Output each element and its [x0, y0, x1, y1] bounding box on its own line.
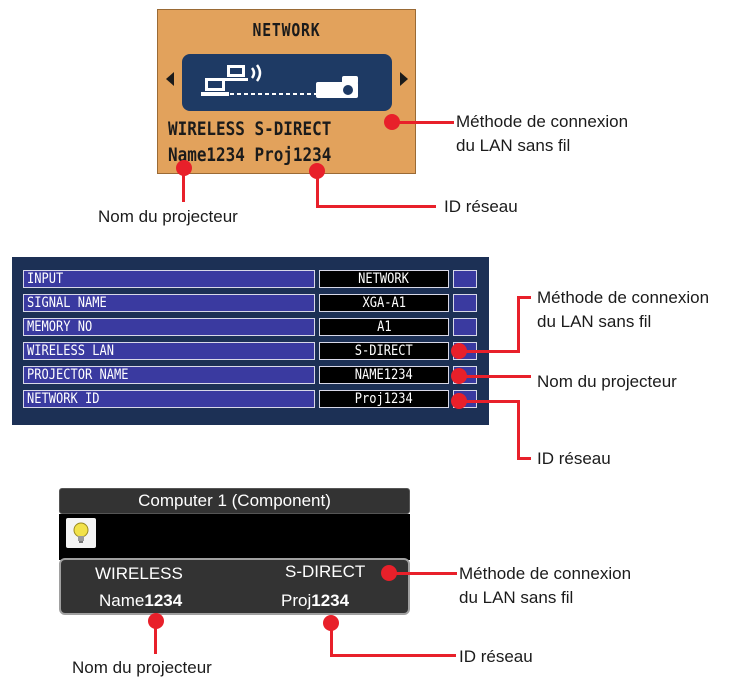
- projector-name-caption: Nom du projecteur: [98, 207, 238, 226]
- method-caption-line2: du LAN sans fil: [456, 136, 571, 155]
- network-id-value: Proj1234: [281, 591, 350, 610]
- network-id-caption: ID réseau: [444, 197, 518, 216]
- arrow-right-icon[interactable]: [400, 72, 408, 86]
- callout-line: [182, 168, 185, 202]
- row-label: NETWORK ID: [23, 390, 315, 408]
- info-table: INPUT NETWORK SIGNAL NAME XGA-A1 MEMORY …: [12, 257, 489, 425]
- osd-info-panel: [59, 558, 410, 615]
- row-marker-cell: [453, 318, 477, 336]
- network-title: NETWORK: [252, 20, 321, 41]
- method-caption-line1: Méthode de connexion: [459, 564, 632, 583]
- row-value: A1: [319, 318, 449, 336]
- method-caption-line2: du LAN sans fil: [459, 588, 574, 607]
- projector-name-caption: Nom du projecteur: [537, 372, 677, 391]
- osd-title: Computer 1 (Component): [138, 491, 331, 510]
- callout-line: [330, 654, 456, 657]
- name-id-line: Name1234 Proj1234: [168, 144, 332, 166]
- callout-line: [316, 171, 319, 208]
- lightbulb-icon: [66, 518, 96, 548]
- callout-line: [517, 400, 520, 460]
- osd-body: [59, 514, 410, 560]
- callout-line: [392, 121, 454, 124]
- network-id-caption: ID réseau: [537, 449, 611, 468]
- laptop-icon: [201, 64, 358, 98]
- projector-name-caption: Nom du projecteur: [72, 658, 212, 677]
- callout-line: [459, 350, 520, 353]
- callout-line: [389, 572, 457, 575]
- wireless-label: WIRELESS: [95, 564, 183, 583]
- callout-line: [330, 623, 333, 657]
- network-screen: NETWORK WIRELESS S-DIRECT Name1234 Proj1…: [157, 9, 416, 174]
- row-value: S-DIRECT: [319, 342, 449, 360]
- row-value: NETWORK: [319, 270, 449, 288]
- callout-line: [517, 296, 531, 299]
- row-value: Proj1234: [319, 390, 449, 408]
- row-label: WIRELESS LAN: [23, 342, 315, 360]
- row-label: MEMORY NO: [23, 318, 315, 336]
- method-caption-line1: Méthode de connexion: [537, 288, 710, 307]
- callout-line: [316, 205, 436, 208]
- method-caption-line1: Méthode de connexion: [456, 112, 629, 131]
- row-marker-cell: [453, 294, 477, 312]
- row-label: PROJECTOR NAME: [23, 366, 315, 384]
- callout-line: [154, 621, 157, 654]
- row-label: SIGNAL NAME: [23, 294, 315, 312]
- osd-title-bar: [59, 488, 410, 514]
- row-label: INPUT: [23, 270, 315, 288]
- callout-line: [517, 296, 520, 353]
- connection-illustration: [182, 54, 392, 111]
- row-value: NAME1234: [319, 366, 449, 384]
- callout-line: [459, 400, 520, 403]
- row-marker-cell: [453, 270, 477, 288]
- callout-line: [459, 375, 531, 378]
- network-id-caption: ID réseau: [459, 647, 533, 666]
- arrow-left-icon[interactable]: [166, 72, 174, 86]
- connection-method-line: WIRELESS S-DIRECT: [168, 118, 332, 140]
- row-value: XGA-A1: [319, 294, 449, 312]
- projector-name-value: Name1234: [99, 591, 183, 610]
- method-caption-line2: du LAN sans fil: [537, 312, 652, 331]
- callout-line: [517, 457, 531, 460]
- connection-method-value: S-DIRECT: [285, 562, 366, 581]
